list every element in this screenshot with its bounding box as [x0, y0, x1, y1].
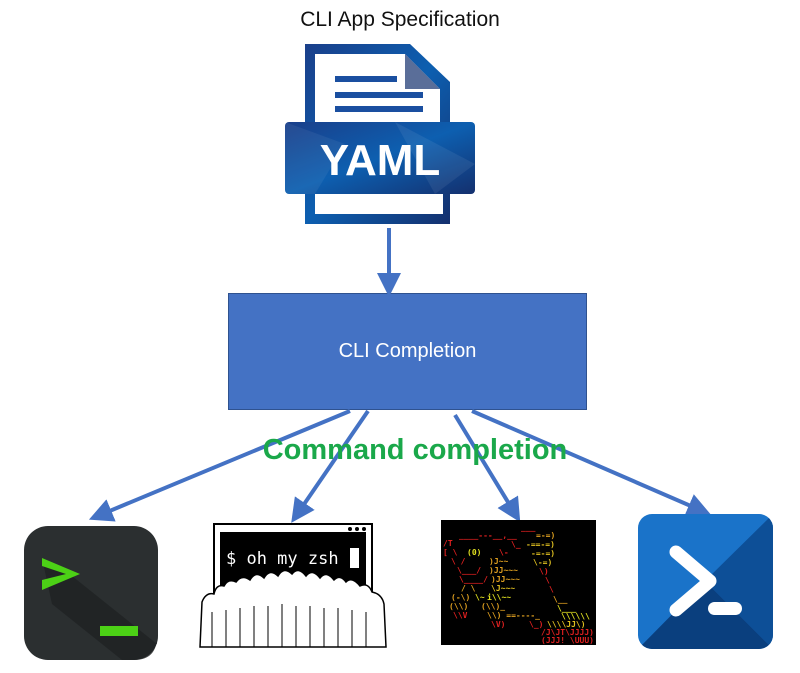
diagram-title: CLI App Specification	[300, 8, 500, 31]
zsh-prompt-text: $ oh my zsh	[226, 549, 339, 569]
svg-text:-==-=): -==-=)	[526, 540, 555, 549]
fish-shell-icon: ___ ____---__,__ =-=) /T \_ -==-=) [ \ (…	[441, 520, 596, 645]
svg-text:\): \)	[539, 567, 549, 576]
svg-text:\_): \_)	[529, 620, 543, 629]
svg-text:\___: \___	[557, 604, 576, 613]
bash-terminal-icon	[24, 526, 158, 660]
svg-text:\_: \_	[511, 540, 521, 549]
svg-text:\___/: \___/	[457, 566, 481, 575]
svg-text:/T: /T	[443, 539, 453, 548]
svg-text:(0): (0)	[467, 548, 481, 557]
svg-text:\\\\\\: \\\\\\	[561, 612, 590, 621]
svg-text:[ \: [ \	[443, 548, 458, 557]
svg-text:(\\)_: (\\)_	[481, 602, 505, 611]
svg-text:/ \: / \	[461, 584, 476, 593]
svg-text:___: ___	[521, 523, 536, 532]
svg-text:____---__,__: ____---__,__	[459, 531, 517, 540]
cli-completion-box: CLI Completion	[228, 293, 587, 410]
oh-my-zsh-icon: $ oh my zsh	[199, 523, 387, 648]
svg-text:)JJ~~~: )JJ~~~	[491, 575, 520, 584]
svg-text:\: \	[545, 576, 550, 585]
svg-text:\V): \V)	[491, 620, 505, 629]
svg-text:\J~~~: \J~~~	[491, 584, 515, 593]
svg-text:)J~~: )J~~	[489, 557, 508, 566]
svg-text:\__: \__	[553, 595, 568, 604]
command-completion-label: Command completion	[262, 434, 568, 466]
svg-text:=-=): =-=)	[536, 531, 555, 540]
svg-text:\~: \~	[475, 593, 485, 602]
svg-text:)JJ~~~: )JJ~~~	[489, 566, 518, 575]
svg-text:\-: \-	[499, 548, 509, 557]
svg-text:-=-=): -=-=)	[531, 549, 555, 558]
svg-text:\\V: \\V	[453, 611, 468, 620]
svg-text:\-=): \-=)	[533, 558, 552, 567]
svg-text:i\\~~: i\\~~	[487, 592, 511, 602]
svg-text:\: \	[549, 585, 554, 594]
svg-text:\ /: \ /	[451, 557, 466, 566]
svg-text:\____/: \____/	[459, 575, 488, 584]
svg-text:\\) ==----_: \\) ==----_	[487, 611, 540, 620]
svg-text:(-\): (-\)	[451, 593, 470, 602]
cli-completion-label: CLI Completion	[338, 340, 477, 362]
svg-text:/J\JT\JJJJ): /J\JT\JJJJ)	[541, 628, 594, 637]
svg-text:(\\): (\\)	[449, 602, 468, 611]
svg-text:(JJJ! \UUU): (JJJ! \UUU)	[541, 636, 594, 645]
powershell-icon	[638, 514, 773, 649]
yaml-file-icon: YAML	[285, 44, 475, 224]
svg-text:\\\\JJ\): \\\\JJ\)	[547, 620, 586, 629]
yaml-label: YAML	[320, 136, 441, 185]
